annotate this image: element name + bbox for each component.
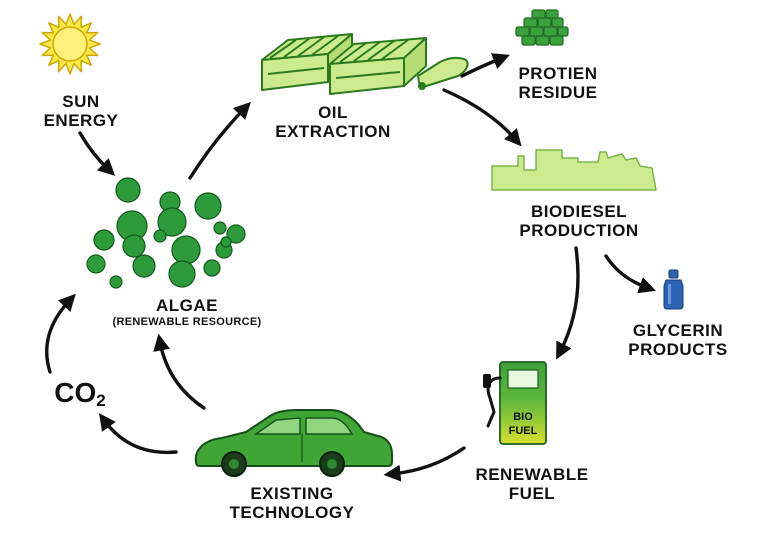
biodiesel-plant-icon	[491, 149, 657, 191]
algae-cell-icon	[220, 236, 232, 248]
arrow-algae-to-oil	[188, 101, 251, 180]
arrow-fuel-to-car	[383, 446, 466, 482]
label-biodiesel-production: BIODIESEL PRODUCTION	[519, 202, 639, 240]
algae-cell-icon	[132, 254, 156, 278]
arrow-oil-to-protein	[460, 53, 510, 78]
algae-cell-icon	[171, 235, 201, 265]
arrow-biodiesel-to-fuel	[556, 246, 580, 360]
algae-cell-icon	[115, 177, 141, 203]
protein-residue-icon	[515, 9, 569, 46]
label-algae-title: ALGAE	[156, 296, 218, 315]
algae-cell-icon	[157, 207, 187, 237]
algae-cell-icon	[153, 229, 167, 243]
arrow-oil-to-biodiesel	[442, 88, 522, 147]
pump-line-2: FUEL	[509, 425, 538, 437]
label-glycerin-products: GLYCERIN PRODUCTS	[628, 321, 728, 359]
algae-cell-icon	[203, 259, 221, 277]
algae-cell-icon	[93, 229, 115, 251]
arrow-car-to-co2	[99, 413, 178, 455]
label-oil-extraction: OIL EXTRACTION	[275, 103, 391, 141]
arrow-co2-to-algae	[45, 293, 76, 374]
fuel-pump-icon: BIO FUEL	[483, 361, 547, 445]
car-icon	[194, 409, 393, 477]
label-renewable-fuel: RENEWABLE FUEL	[475, 465, 589, 503]
algae-cell-icon	[109, 275, 123, 289]
arrow-sun-to-algae	[78, 131, 116, 176]
label-algae-subtitle: (RENEWABLE RESOURCE)	[112, 316, 262, 328]
label-algae: ALGAE (RENEWABLE RESOURCE)	[92, 296, 282, 329]
sun-icon	[39, 13, 101, 75]
oil-extraction-machine-icon	[261, 33, 469, 95]
label-co2: CO2	[54, 377, 106, 411]
algae-cell-icon	[226, 224, 246, 244]
algae-cell-icon	[194, 192, 222, 220]
algae-cell-icon	[168, 260, 196, 288]
algae-cell-icon	[86, 254, 106, 274]
pump-line-1: BIO	[513, 411, 533, 423]
label-protein-residue: PROTIEN RESIDUE	[518, 64, 598, 102]
label-existing-technology: EXISTING TECHNOLOGY	[229, 484, 355, 522]
label-sun-energy: SUN ENERGY	[43, 92, 119, 130]
algae-cell-icon	[213, 221, 227, 235]
algae-cluster-icon	[86, 177, 246, 289]
arrow-biodiesel-to-glycerin	[604, 254, 657, 294]
algae-cell-icon	[122, 234, 146, 258]
glycerin-bottle-icon	[663, 269, 684, 310]
arrow-car-to-algae	[153, 333, 206, 410]
